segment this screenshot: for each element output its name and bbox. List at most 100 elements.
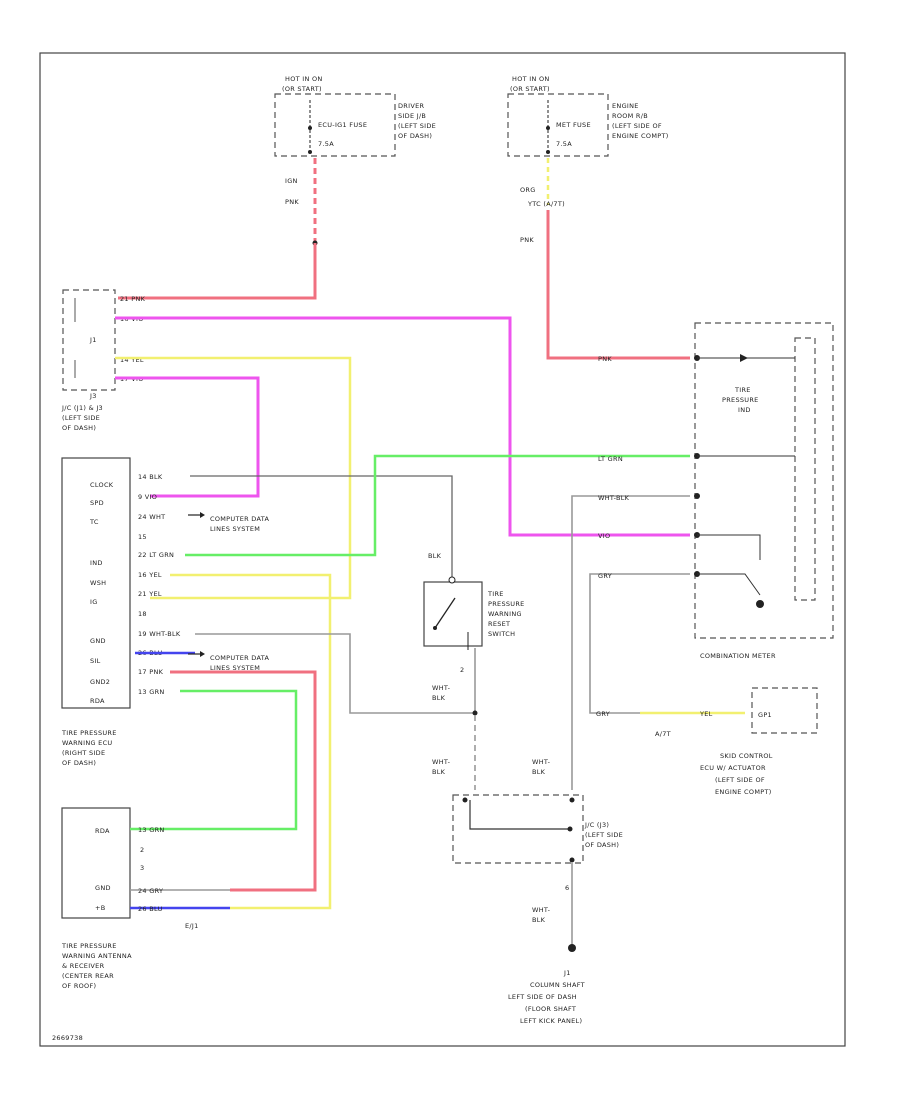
antenna-label-3: & RECEIVER <box>62 962 105 970</box>
ground-label-5: LEFT KICK PANEL) <box>520 1017 582 1025</box>
ecu-wire-16: 16 YEL <box>138 571 162 579</box>
sw-wht-label-2: WHT- <box>432 758 451 766</box>
gnd-wht-label: WHT- <box>532 906 551 914</box>
wire-whtblk-meter <box>571 495 690 790</box>
ecu-pin-ind: IND <box>90 559 103 567</box>
antenna-label-4: (CENTER REAR <box>62 972 114 980</box>
ecu-label-4: OF DASH) <box>62 759 96 767</box>
wire-pnk-label-2: PNK <box>520 236 534 244</box>
fuse1-loc2: SIDE J/B <box>398 112 426 120</box>
wire-ign-label: IGN <box>285 177 298 185</box>
wire-pnk-label-1: PNK <box>285 198 299 206</box>
ecu-wire-15: 15 <box>138 533 147 541</box>
reset-switch: BLK TIRE PRESSURE WARNING RESET SWITCH 2 <box>423 552 525 674</box>
ecu-wire-17: 17 PNK <box>138 668 164 676</box>
antenna-pin-2: 2 <box>140 846 144 854</box>
meter-wht-label: WHT- <box>532 758 551 766</box>
sw-blk-label-2: BLK <box>432 768 446 776</box>
switch-label-3: WARNING <box>488 610 522 618</box>
meter-ind-2: PRESSURE <box>722 396 759 404</box>
fuse2-loc4: ENGINE COMPT) <box>612 132 669 140</box>
fuse2-loc3: (LEFT SIDE OF <box>612 122 662 130</box>
switch-pin-2: 2 <box>460 666 464 674</box>
ground-label-3: LEFT SIDE OF DASH <box>508 993 577 1001</box>
switch-label-5: SWITCH <box>488 630 515 638</box>
sw-wht-label: WHT- <box>432 684 451 692</box>
svg-text:GP1: GP1 <box>758 711 772 719</box>
switch-wire-blk: BLK <box>428 552 442 560</box>
fuse1-loc3: (LEFT SIDE <box>398 122 436 130</box>
meter-pin-vio: VIO <box>598 532 610 540</box>
meter-blk-label: BLK <box>532 768 546 776</box>
antenna-wire-26: 26 BLU <box>138 905 163 913</box>
antenna-conn: E/J1 <box>185 922 199 930</box>
fuse2-hot-label: HOT IN ON <box>512 75 550 83</box>
fuse2-amps: 7.5A <box>556 140 572 148</box>
antenna-pin-rda: RDA <box>95 827 110 835</box>
skid-label-4: ENGINE COMPT) <box>715 788 772 796</box>
ecu-wire-19: 19 WHT-BLK <box>138 630 181 638</box>
ecu-pin-sil: SIL <box>90 657 101 665</box>
ecu-pin-rda: RDA <box>90 697 105 705</box>
fuse2-loc1: ENGINE <box>612 102 639 110</box>
fuse-block-2: HOT IN ON (OR START) MET FUSE 7.5A ENGIN… <box>507 75 669 157</box>
meter-pin-whtblk: WHT-BLK <box>598 494 630 502</box>
wire-grn-13 <box>180 689 298 831</box>
ground-label-2: COLUMN SHAFT <box>530 981 585 989</box>
antenna-label-1: TIRE PRESSURE <box>61 942 117 950</box>
jc-pin-14: 14 YEL <box>120 356 144 364</box>
wire-org-label: ORG <box>520 186 536 194</box>
antenna-receiver: RDA 2 3 GND +B 13 GRN 24 GRY 26 BLU E/J1… <box>61 807 230 990</box>
switch-label-1: TIRE <box>487 590 504 598</box>
ecu-label-2: WARNING ECU <box>62 739 112 747</box>
ecu-cds2-label: COMPUTER DATA <box>210 654 269 662</box>
wire-pnk-meter <box>546 210 690 360</box>
ecu-pin-tc: TC <box>89 518 99 526</box>
fuse1-amps: 7.5A <box>318 140 334 148</box>
wire-ltgrn-22 <box>185 454 690 557</box>
ecu-pin-wsh: WSH <box>90 579 106 587</box>
ecu-wire-14: 14 BLK <box>138 473 163 481</box>
meter-pin-gry: GRY <box>598 572 612 580</box>
meter-ind-1: TIRE <box>734 386 751 394</box>
skid-label-1: SKID CONTROL <box>720 752 773 760</box>
ecu-wire-24: 24 WHT <box>138 513 165 521</box>
meter-pin-ltgrn: LT GRN <box>598 455 623 463</box>
ground-labels: J1 COLUMN SHAFT LEFT SIDE OF DASH (FLOOR… <box>508 969 585 1025</box>
ecu-cds2b-label: LINES SYSTEM <box>210 664 260 672</box>
ecu-cds1-label: COMPUTER DATA <box>210 515 269 523</box>
ecu-pin-gnd2: GND2 <box>90 678 110 686</box>
tire-pressure-ecu: CLOCK SPD TC IND WSH IG GND SIL GND2 RDA… <box>61 457 181 767</box>
gnd-blk-label: BLK <box>532 916 546 924</box>
ground-label-1: J1 <box>563 969 571 977</box>
skid-control-ecu: GP1 SKID CONTROL ECU W/ ACTUATOR (LEFT S… <box>700 687 818 796</box>
ecu-wire-22: 22 LT GRN <box>138 551 174 559</box>
wire-yel-14 <box>115 356 352 600</box>
antenna-pin-gnd: GND <box>95 884 111 892</box>
wire-yel-16 <box>170 573 332 910</box>
sw-blk-label: BLK <box>432 694 446 702</box>
ecu-pin-clock: CLOCK <box>90 481 114 489</box>
wire-whtblk-19 <box>195 633 475 714</box>
skid-conn-label: A/7T <box>655 730 671 738</box>
meter-label: COMBINATION METER <box>700 652 776 660</box>
antenna-pin-3: 3 <box>140 864 144 872</box>
jc-label-1: J/C (J1) & J3 <box>61 404 103 412</box>
wire-pnk-17 <box>170 670 317 892</box>
ecu-pin-ig: IG <box>90 598 98 606</box>
skid-wire-yel: YEL <box>699 710 713 718</box>
jc-j3-label: J3 <box>89 392 97 400</box>
wire-pnk-21 <box>118 243 317 300</box>
fuse2-sub-label: (OR START) <box>510 85 550 93</box>
wire-vio-17 <box>115 376 260 498</box>
wire-vio-16 <box>115 316 690 537</box>
ground-label-4: (FLOOR SHAFT <box>525 1005 576 1013</box>
switch-label-2: PRESSURE <box>488 600 525 608</box>
antenna-label-2: WARNING ANTENNA <box>62 952 132 960</box>
ecu-cds1b-label: LINES SYSTEM <box>210 525 260 533</box>
jc2-label-2: (LEFT SIDE <box>585 831 623 839</box>
skid-wire-gry: GRY <box>596 710 610 718</box>
skid-label-2: ECU W/ ACTUATOR <box>700 764 766 772</box>
jc2-label-1: J/C (J3) <box>584 821 609 829</box>
ecu-label-3: (RIGHT SIDE <box>62 749 105 757</box>
